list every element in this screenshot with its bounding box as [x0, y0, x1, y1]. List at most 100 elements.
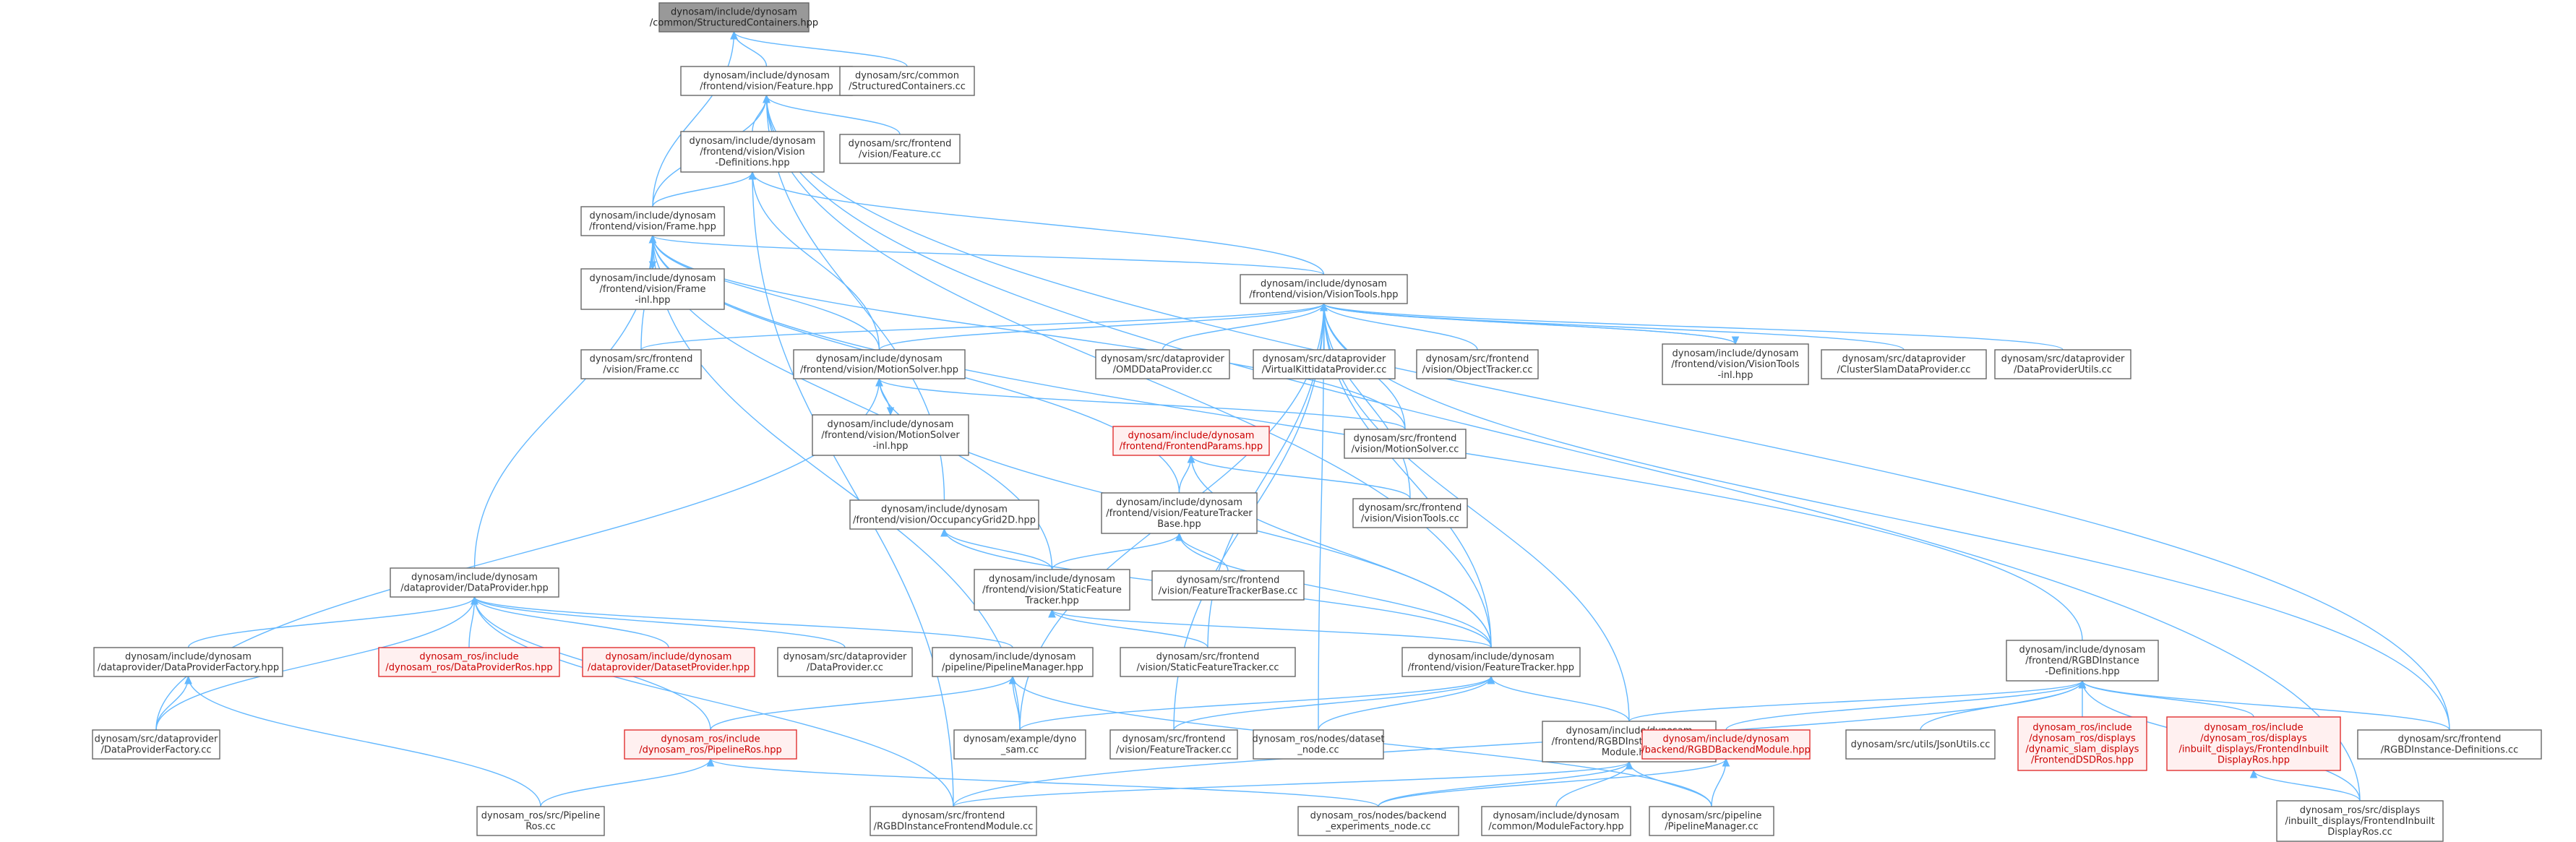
- file-node-box: [1821, 349, 1987, 379]
- file-node[interactable]: dynosam/include/dynosam/frontend/vision/…: [1662, 343, 1809, 385]
- file-node[interactable]: dynosam/include/dynosam/frontend/Fronten…: [1112, 426, 1270, 456]
- file-node-box: [839, 134, 961, 164]
- dependency-edge: [752, 171, 1325, 275]
- dependency-edge: [878, 378, 1406, 430]
- file-node[interactable]: dynosam/include/dynosam/frontend/vision/…: [1401, 647, 1581, 677]
- file-node[interactable]: dynosam/include/dynosam/frontend/vision/…: [580, 268, 725, 310]
- dependency-edge: [765, 95, 901, 135]
- file-node-label: -Definitions.hpp: [715, 158, 789, 168]
- dependency-edge: [752, 171, 954, 807]
- file-node-box: [849, 499, 1039, 530]
- file-node[interactable]: dynosam/example/dyno_sam.cc: [953, 729, 1086, 760]
- file-node[interactable]: dynosam/include/dynosam/backend/RGBDBack…: [1641, 729, 1811, 760]
- file-node-label: /frontend/vision/Frame.hpp: [589, 222, 716, 233]
- file-node[interactable]: dynosam/src/dataprovider/ClusterSlamData…: [1821, 349, 1987, 379]
- file-node-label: /frontend/vision/MotionSolver.hpp: [800, 365, 958, 376]
- dependency-edge: [155, 676, 189, 731]
- file-node[interactable]: dynosam_ros/nodes/backend_experiments_no…: [1297, 806, 1459, 836]
- file-node-label: /RGBDInstanceFrontendModule.cc: [874, 822, 1034, 833]
- file-node-box: [1297, 806, 1459, 836]
- file-node-label: dynosam/include/dynosam: [1663, 734, 1790, 745]
- file-node[interactable]: dynosam_ros/include/dynosam_ros/displays…: [2166, 716, 2341, 771]
- file-node[interactable]: dynosam/src/dataprovider/DataProviderFac…: [92, 729, 220, 760]
- file-node[interactable]: dynosam/src/frontend/vision/Frame.cc: [580, 349, 702, 379]
- dependency-edge: [540, 758, 711, 807]
- file-node-label: dynosam_ros/src/Pipeline: [481, 811, 600, 822]
- file-node-box: [1416, 349, 1539, 379]
- file-node[interactable]: dynosam/include/dynosam/frontend/vision/…: [812, 414, 969, 456]
- dependency-edge: [473, 596, 669, 648]
- edge-arrowhead: [1187, 454, 1195, 463]
- file-node-label: dynosam/include/dynosam: [1128, 431, 1255, 442]
- file-node[interactable]: dynosam/include/dynosam/pipeline/Pipelin…: [932, 647, 1094, 677]
- dependency-edge: [1190, 455, 1492, 648]
- file-node-box: [953, 729, 1086, 760]
- file-node[interactable]: dynosam/include/dynosam/frontend/RGBDIns…: [2006, 640, 2159, 682]
- file-node[interactable]: dynosam/src/frontend/vision/FeatureTrack…: [1151, 570, 1305, 601]
- file-node[interactable]: dynosam/src/pipeline/PipelineManager.cc: [1649, 806, 1774, 836]
- dependency-edge: [2082, 680, 2254, 718]
- file-node[interactable]: dynosam/include/dynosam/frontend/vision/…: [680, 131, 825, 173]
- file-node-box: [1344, 429, 1467, 459]
- file-node-label: dynosam_ros/include: [2204, 723, 2303, 734]
- file-node[interactable]: dynosam/include/dynosam/dataprovider/Dat…: [93, 647, 283, 677]
- file-node-box: [1240, 274, 1408, 304]
- file-node[interactable]: dynosam_ros/include/dynosam_ros/displays…: [2017, 716, 2147, 771]
- file-node[interactable]: dynosam_ros/include/dynosam_ros/Pipeline…: [624, 729, 797, 760]
- file-node[interactable]: dynosam/src/frontend/vision/StaticFeatur…: [1120, 647, 1296, 677]
- file-node-label: /vision/VisionTools.cc: [1361, 514, 1459, 525]
- file-node-label: /common/StructuredContainers.hpp: [650, 18, 818, 29]
- dependency-edge: [953, 761, 1630, 807]
- file-node[interactable]: dynosam/include/dynosam/frontend/vision/…: [1240, 274, 1408, 304]
- file-node-box: [2357, 729, 2542, 760]
- file-node-label: /frontend/vision/Vision: [700, 147, 804, 158]
- file-node[interactable]: dynosam/src/frontend/vision/Feature.cc: [839, 134, 961, 164]
- file-node[interactable]: dynosam/include/dynosam/frontend/vision/…: [849, 499, 1039, 530]
- file-node[interactable]: dynosam/src/frontend/RGBDInstanceFronten…: [870, 806, 1037, 836]
- file-node[interactable]: dynosam/include/dynosam/dataprovider/Dat…: [390, 567, 559, 598]
- file-node[interactable]: dynosam/src/frontend/vision/FeatureTrack…: [1109, 729, 1238, 760]
- file-node[interactable]: dynosam/include/dynosam/frontend/vision/…: [974, 569, 1130, 611]
- edge-arrowhead: [706, 757, 715, 767]
- file-node-box: [580, 349, 702, 379]
- file-node[interactable]: dynosam_ros/nodes/dataset_node.cc: [1253, 729, 1385, 760]
- file-node[interactable]: dynosam/include/dynosam/frontend/vision/…: [580, 206, 725, 236]
- file-node-label: dynosam/src/dataprovider: [2001, 354, 2125, 365]
- file-node[interactable]: dynosam/src/dataprovider/DataProviderUti…: [1994, 349, 2131, 379]
- dependency-edge: [652, 235, 1021, 731]
- file-node[interactable]: dynosam_ros/src/PipelineRos.cc: [476, 806, 605, 836]
- file-node[interactable]: dynosam_ros/src/displays/inbuilt_display…: [2276, 800, 2444, 842]
- file-node[interactable]: dynosam/src/dataprovider/OMDDataProvider…: [1095, 349, 1230, 379]
- file-node[interactable]: dynosam/src/dataprovider/VirtualKittidat…: [1253, 349, 1396, 379]
- file-node[interactable]: dynosam/src/frontend/vision/ObjectTracke…: [1416, 349, 1539, 379]
- file-node[interactable]: dynosam/include/dynosam/common/ModuleFac…: [1481, 806, 1631, 836]
- file-node[interactable]: dynosam/src/utils/JsonUtils.cc: [1845, 729, 1996, 760]
- file-node[interactable]: dynosam/include/dynosam/frontend/vision/…: [680, 66, 853, 96]
- file-node-label: /dataprovider/DataProvider.hpp: [400, 583, 548, 594]
- edge-arrowhead: [1048, 609, 1056, 618]
- file-node[interactable]: dynosam/include/dynosam/frontend/vision/…: [1101, 492, 1258, 534]
- file-node[interactable]: dynosam_ros/include/dynosam_ros/DataProv…: [378, 647, 560, 677]
- dependency-edge: [2082, 680, 2450, 731]
- file-node-label: dynosam/src/frontend: [849, 139, 952, 150]
- file-node-box: [1994, 349, 2131, 379]
- file-node-box: [1845, 729, 1996, 760]
- file-node-label: dynosam/src/frontend: [1122, 734, 1226, 745]
- file-node[interactable]: dynosam/src/dataprovider/DataProvider.cc: [777, 647, 913, 677]
- dependency-edge: [765, 95, 2450, 731]
- dependency-edge: [155, 596, 476, 731]
- file-node-box: [932, 647, 1094, 677]
- file-nodes: dynosam/include/dynosam/common/Structure…: [92, 2, 2542, 842]
- file-node[interactable]: dynosam/src/frontend/RGBDInstance-Defini…: [2357, 729, 2542, 760]
- file-node[interactable]: dynosam/src/frontend/vision/VisionTools.…: [1352, 498, 1468, 528]
- dependency-edge: [1178, 533, 1492, 648]
- file-node[interactable]: dynosam/include/dynosam/common/Structure…: [650, 2, 818, 33]
- dependency-edges: [155, 30, 2450, 807]
- file-node-label: _node.cc: [1297, 745, 1339, 756]
- file-node-label: dynosam/src/frontend: [2398, 734, 2502, 745]
- file-node[interactable]: dynosam/src/frontend/vision/MotionSolver…: [1344, 429, 1467, 459]
- file-node[interactable]: dynosam/include/dynosam/frontend/vision/…: [793, 349, 966, 379]
- file-node[interactable]: dynosam/src/common/StructuredContainers.…: [839, 66, 975, 96]
- file-node[interactable]: dynosam/include/dynosam/dataprovider/Dat…: [582, 647, 755, 677]
- dependency-edge: [878, 303, 1325, 351]
